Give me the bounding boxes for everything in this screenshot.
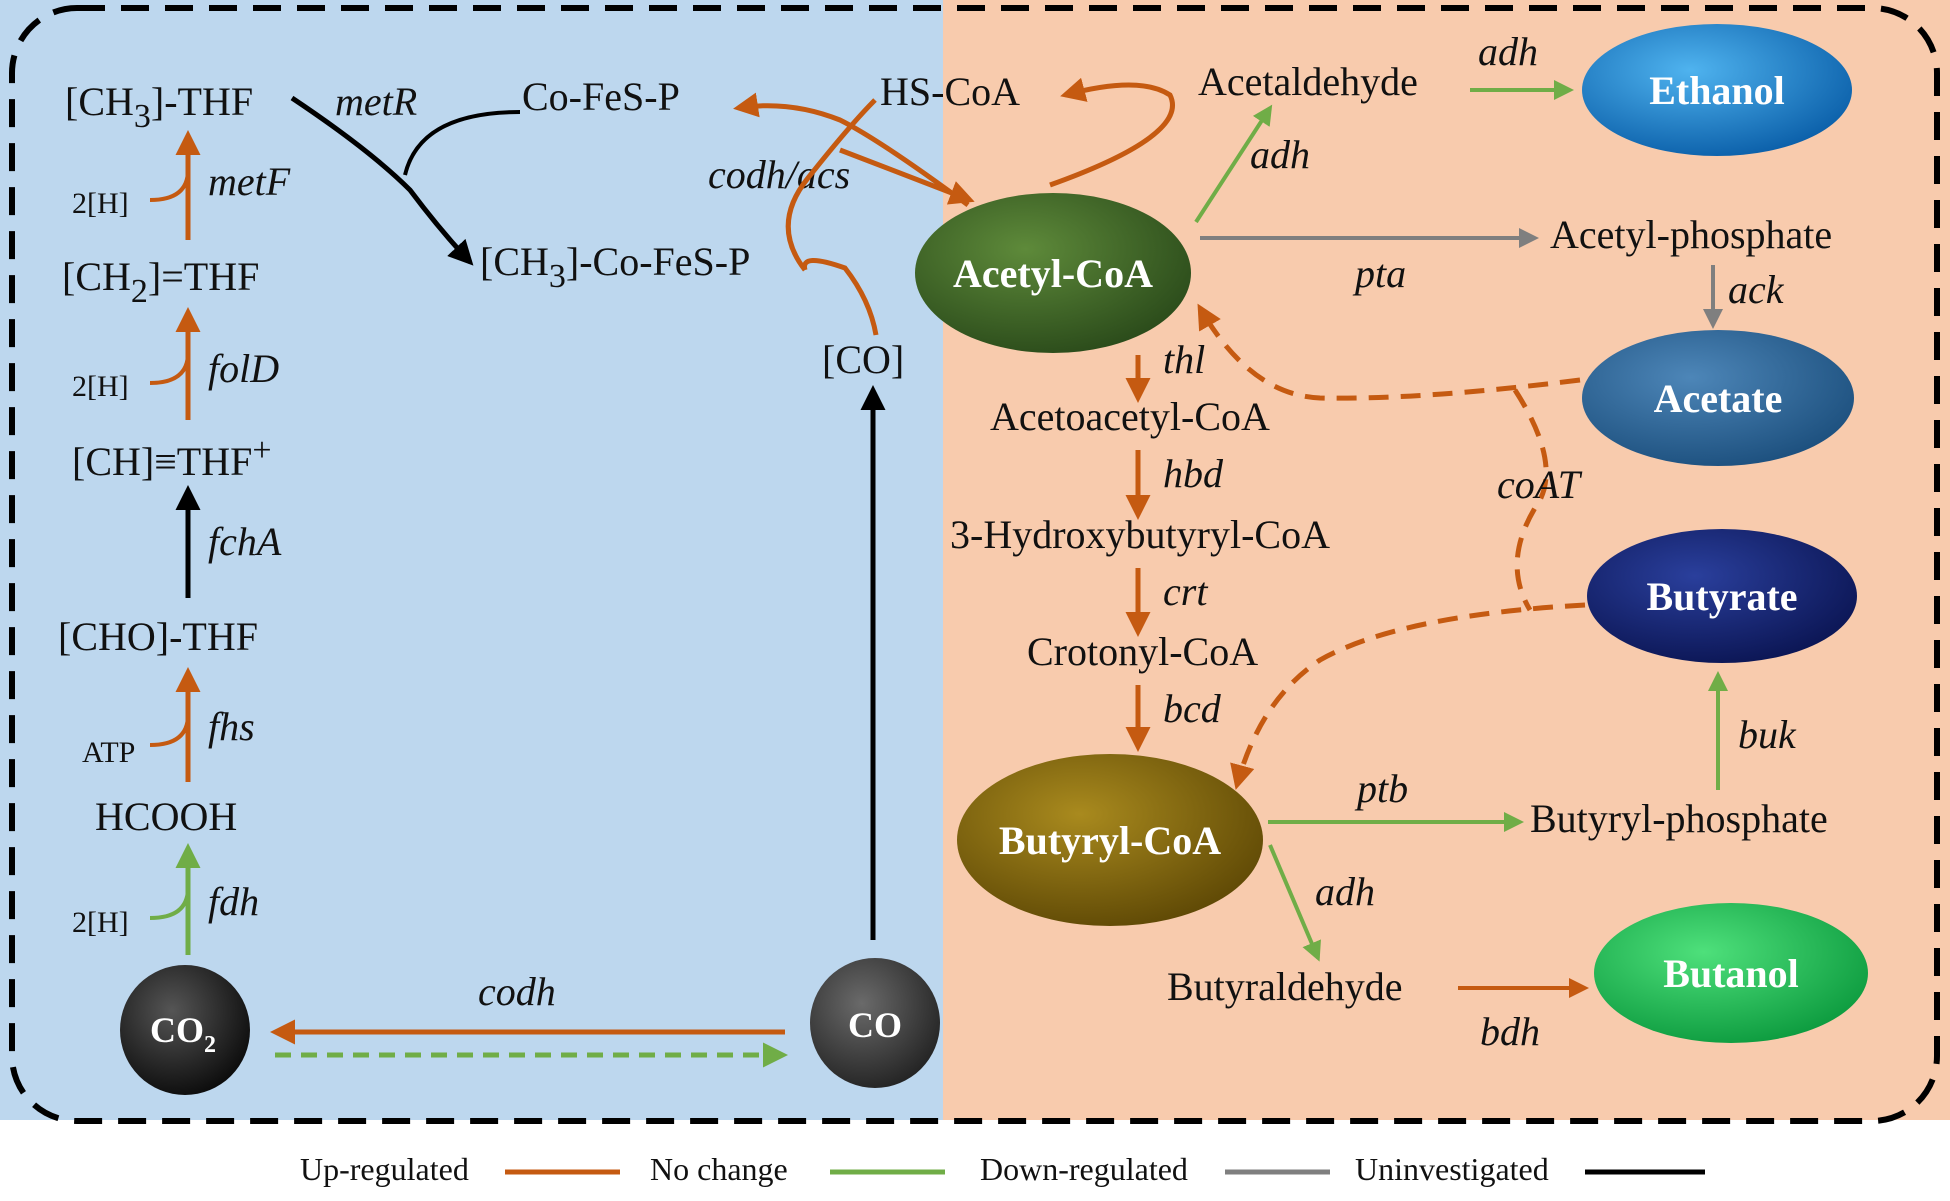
legend-down-regulated-label: Down-regulated <box>980 1151 1188 1187</box>
ch3-thf-label: [CH3]-THF <box>65 79 253 135</box>
butyraldehyde-label: Butyraldehyde <box>1167 964 1403 1009</box>
butyryl-coa-node: Butyryl-CoA <box>957 754 1263 926</box>
gene-fchA: fchA <box>208 519 282 564</box>
gene-adh-3: adh <box>1315 869 1375 914</box>
gene-thl: thl <box>1163 337 1205 382</box>
butanol-node: Butanol <box>1594 903 1868 1043</box>
cofactor-2h-2: 2[H] <box>72 370 129 403</box>
gene-hbd: hbd <box>1163 451 1224 496</box>
cell-boundary <box>9 5 1940 1124</box>
co2-node: CO2 <box>120 965 250 1095</box>
metF-step: 2[H] metF <box>72 130 291 240</box>
gene-codh-acs: codh/acs <box>708 152 850 197</box>
codh-acs-arc-from-ch3 <box>785 98 877 272</box>
gene-ack: ack <box>1728 267 1785 312</box>
gene-fdh: fdh <box>208 879 259 924</box>
butyryl-phosphate-label: Butyryl-phosphate <box>1530 796 1828 841</box>
gene-crt: crt <box>1163 569 1208 614</box>
svg-text:CO2: CO2 <box>150 1010 216 1058</box>
gene-adh-2: adh <box>1478 29 1538 74</box>
svg-text:Butanol: Butanol <box>1663 951 1799 996</box>
acetaldehyde-label: Acetaldehyde <box>1198 59 1418 104</box>
gene-buk: buk <box>1738 712 1797 757</box>
svg-text:Ethanol: Ethanol <box>1649 68 1785 113</box>
fchA-step: fchA <box>175 485 282 598</box>
fdh-step: 2[H] fdh <box>72 843 259 955</box>
acetyl-phosphate-label: Acetyl-phosphate <box>1550 212 1832 257</box>
co-node: CO <box>810 958 940 1088</box>
ch-thf-label: [CH]≡THF+ <box>72 432 272 484</box>
coat-acetate-to-acetyl-coa <box>1197 303 1581 401</box>
svg-text:Acetate: Acetate <box>1654 376 1783 421</box>
gene-coAT: coAT <box>1497 462 1583 507</box>
acetyl-coa-node: Acetyl-CoA <box>915 193 1191 353</box>
co-fes-p-label: Co-FeS-P <box>522 74 680 119</box>
gene-metR: metR <box>335 79 417 124</box>
legend-up-regulated-label: Up-regulated <box>300 1151 469 1187</box>
gene-metF: metF <box>208 159 291 204</box>
hydroxybutyryl-coa-label: 3-Hydroxybutyryl-CoA <box>950 512 1330 557</box>
svg-text:Butyryl-CoA: Butyryl-CoA <box>999 818 1221 863</box>
butyrate-node: Butyrate <box>1587 529 1857 663</box>
legend-no-change-label: No change <box>650 1151 788 1187</box>
legend: Up-regulated No change Down-regulated Un… <box>300 1151 1705 1187</box>
ch3-co-fes-p-label: [CH3]-Co-FeS-P <box>480 239 750 295</box>
svg-text:CO: CO <box>848 1005 902 1045</box>
coat-connector <box>1512 388 1549 612</box>
gene-adh-1: adh <box>1250 132 1310 177</box>
ch2-thf-label: [CH2]=THF <box>62 254 259 310</box>
codh-acs-arc-co <box>802 258 879 336</box>
cofactor-atp: ATP <box>82 736 135 769</box>
hs-coa-label: HS-CoA <box>880 69 1020 114</box>
gene-bcd: bcd <box>1163 686 1222 731</box>
gene-pta: pta <box>1352 251 1406 296</box>
cho-thf-label: [CHO]-THF <box>58 614 258 659</box>
co-fes-p-return-arc <box>403 110 521 176</box>
folD-step: 2[H] folD <box>72 307 279 420</box>
acetyl-coa-to-acetaldehyde <box>1194 104 1273 224</box>
co-bracket-label: [CO] <box>822 337 904 382</box>
gene-ptb: ptb <box>1354 766 1408 811</box>
acetate-node: Acetate <box>1582 330 1854 466</box>
cofactor-2h-1: 2[H] <box>72 187 129 220</box>
metR-arrow <box>290 95 474 266</box>
butyryl-coa-to-butyraldehyde <box>1268 844 1321 962</box>
left-panel-background <box>0 0 943 1120</box>
cofactor-2h-3: 2[H] <box>72 906 129 939</box>
crotonyl-coa-label: Crotonyl-CoA <box>1027 629 1258 674</box>
gene-codh: codh <box>478 969 556 1014</box>
svg-text:Butyrate: Butyrate <box>1646 574 1797 619</box>
gene-folD: folD <box>208 346 279 391</box>
gene-fhs: fhs <box>208 704 255 749</box>
svg-text:Acetyl-CoA: Acetyl-CoA <box>953 251 1153 296</box>
codh-acs-to-acetyl-coa <box>839 147 975 205</box>
ethanol-node: Ethanol <box>1582 24 1852 156</box>
codh-acs-arc-to-co-fes-p <box>733 92 970 208</box>
legend-uninvestigated-label: Uninvestigated <box>1355 1151 1549 1187</box>
fhs-step: ATP fhs <box>82 667 255 782</box>
coat-butyrate-to-butyryl-coa <box>1230 602 1586 790</box>
acetoacetyl-coa-label: Acetoacetyl-CoA <box>990 394 1270 439</box>
gene-bdh: bdh <box>1480 1009 1540 1054</box>
hs-coa-release-arc <box>1049 77 1175 188</box>
hcooh-label: HCOOH <box>95 794 237 839</box>
